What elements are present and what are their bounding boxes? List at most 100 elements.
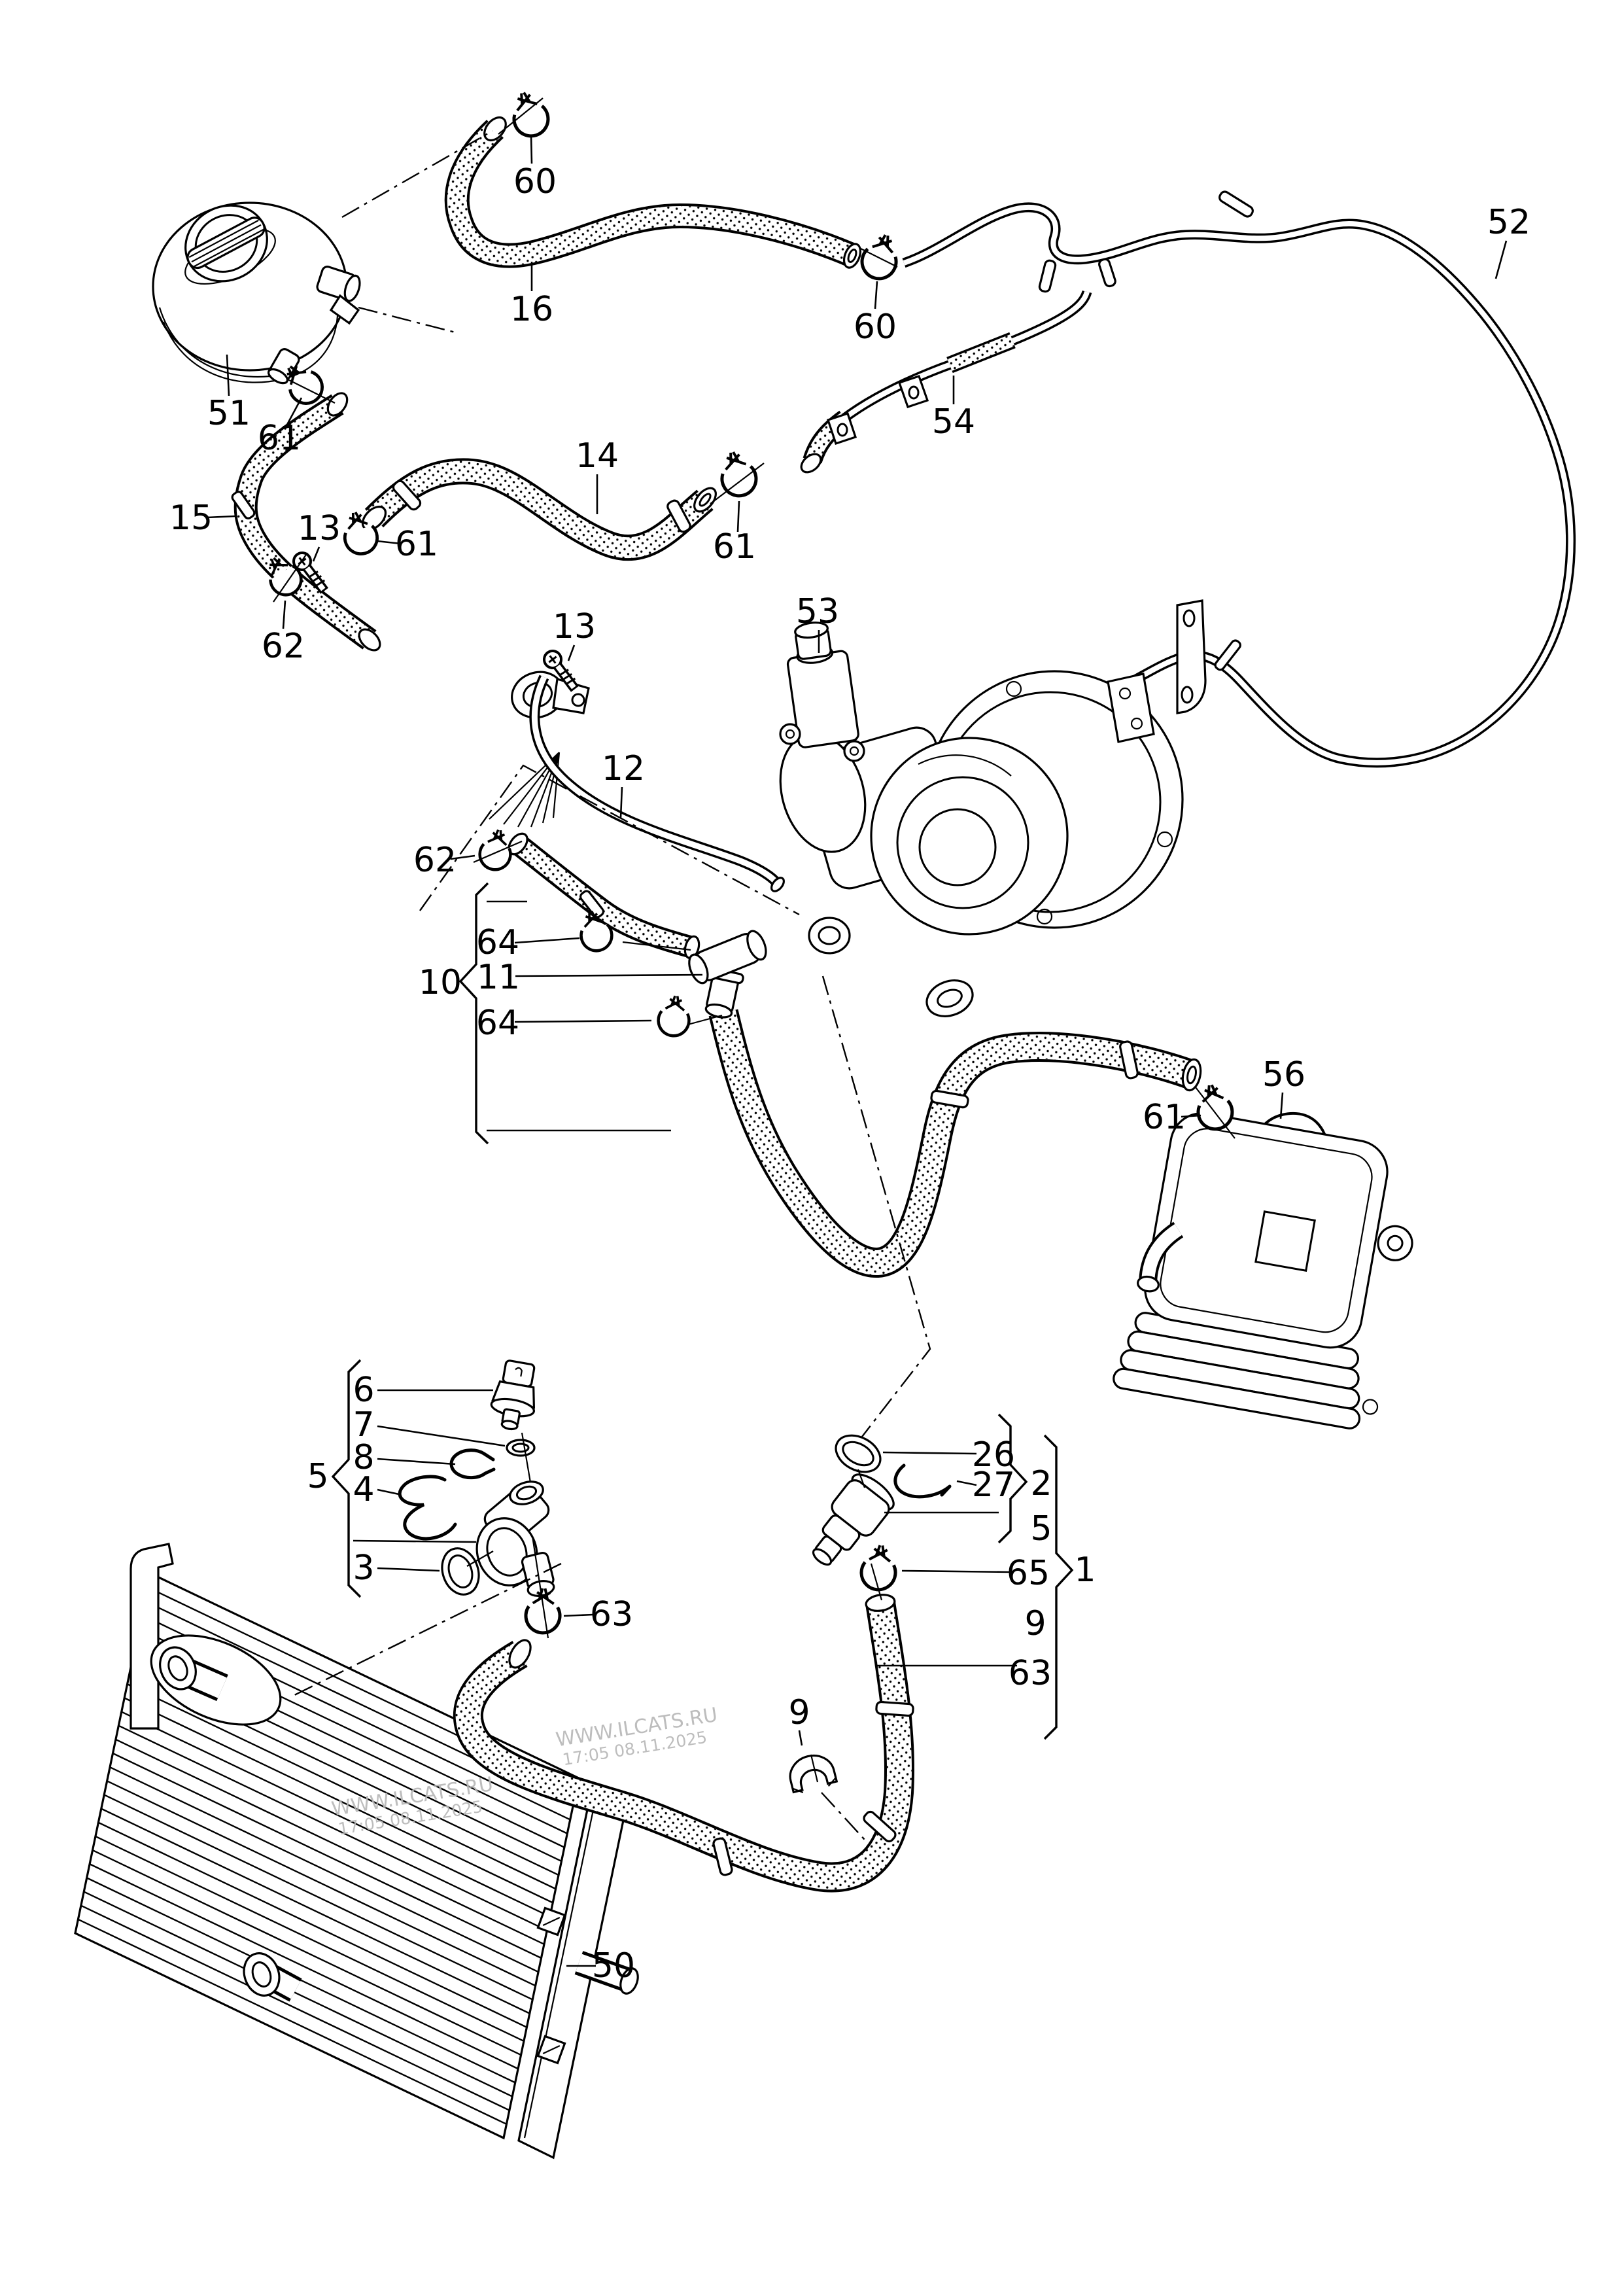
part-label-54[interactable]: 54 bbox=[932, 402, 975, 442]
leader-line bbox=[377, 1458, 456, 1465]
clamp-65 bbox=[859, 1544, 898, 1592]
fin-line bbox=[118, 1725, 547, 1931]
axis-line bbox=[870, 1563, 883, 1601]
part-label-62[interactable]: 62 bbox=[262, 627, 305, 666]
fin-line bbox=[89, 1863, 519, 2070]
part-label-12[interactable]: 12 bbox=[602, 749, 645, 788]
expansion-tank bbox=[152, 201, 361, 385]
part-label-51[interactable]: 51 bbox=[207, 394, 251, 433]
leader-line bbox=[376, 540, 402, 545]
o-ring-3 bbox=[441, 1547, 480, 1596]
part-label-9[interactable]: 9 bbox=[1024, 1604, 1046, 1643]
leader-line bbox=[563, 1613, 594, 1617]
axis-line bbox=[687, 1014, 723, 1026]
axis-line bbox=[860, 248, 898, 268]
coolant-pipe-12 bbox=[529, 674, 785, 892]
leader-line bbox=[874, 281, 878, 309]
part-label-64[interactable]: 64 bbox=[476, 923, 519, 962]
hose-to-oil-cooler bbox=[708, 1009, 1202, 1278]
part-label-63[interactable]: 63 bbox=[590, 1595, 633, 1634]
part-label-61[interactable]: 61 bbox=[258, 419, 301, 458]
part-label-4[interactable]: 4 bbox=[353, 1470, 374, 1509]
fin-line bbox=[77, 1918, 507, 2125]
construction-line bbox=[821, 1792, 865, 1840]
clamp-64b bbox=[657, 994, 691, 1038]
radiator bbox=[74, 1543, 639, 2160]
part-label-56[interactable]: 56 bbox=[1262, 1055, 1305, 1095]
part-label-13[interactable]: 13 bbox=[553, 607, 596, 646]
retaining-clip-4 bbox=[398, 1475, 457, 1541]
hose-10 bbox=[508, 832, 700, 960]
part-label-5[interactable]: 5 bbox=[1030, 1509, 1052, 1549]
pipe-52-bracket bbox=[1176, 599, 1207, 714]
leader-line bbox=[882, 1451, 977, 1455]
part-label-60[interactable]: 60 bbox=[854, 307, 897, 347]
part-label-7[interactable]: 7 bbox=[353, 1405, 374, 1445]
leader-line bbox=[956, 1480, 977, 1486]
part-label-50[interactable]: 50 bbox=[592, 1946, 635, 1986]
o-ring-26 bbox=[835, 1434, 882, 1473]
part-label-3[interactable]: 3 bbox=[353, 1549, 374, 1588]
part-label-8[interactable]: 8 bbox=[353, 1438, 374, 1477]
construction-line bbox=[292, 1562, 562, 1697]
clamp-60a bbox=[506, 88, 552, 141]
axis-line bbox=[521, 1432, 532, 1483]
part-label-14[interactable]: 14 bbox=[576, 436, 619, 476]
part-label-61[interactable]: 61 bbox=[1143, 1098, 1186, 1137]
leader-line bbox=[377, 1488, 400, 1496]
part-label-27[interactable]: 27 bbox=[972, 1465, 1015, 1505]
part-label-52[interactable]: 52 bbox=[1487, 203, 1530, 242]
part-label-1[interactable]: 1 bbox=[1074, 1550, 1096, 1590]
part-label-61[interactable]: 61 bbox=[713, 527, 756, 567]
leader-line bbox=[530, 135, 533, 164]
axis-line bbox=[622, 941, 691, 951]
hose-14 bbox=[361, 458, 717, 561]
part-label-13[interactable]: 13 bbox=[298, 509, 341, 548]
construction-line bbox=[419, 764, 800, 916]
fin-line bbox=[115, 1738, 545, 1945]
part-label-26[interactable]: 26 bbox=[972, 1435, 1015, 1475]
coolant-pipe-54 bbox=[800, 290, 1092, 474]
part-label-60[interactable]: 60 bbox=[513, 162, 557, 201]
part-label-10[interactable]: 10 bbox=[419, 963, 462, 1002]
part-label-53[interactable]: 53 bbox=[796, 592, 839, 631]
bracket-group-2 bbox=[997, 1413, 1028, 1544]
construction-line bbox=[358, 306, 456, 334]
part-label-15[interactable]: 15 bbox=[169, 499, 213, 538]
axis-line bbox=[710, 463, 765, 504]
fin-line bbox=[92, 1849, 522, 2056]
part-label-62[interactable]: 62 bbox=[413, 841, 457, 880]
axis-line bbox=[810, 1754, 819, 1783]
bracket-group-1 bbox=[1043, 1434, 1074, 1740]
part-label-64[interactable]: 64 bbox=[476, 1004, 519, 1043]
leader-line bbox=[377, 1425, 506, 1447]
part-label-63[interactable]: 63 bbox=[1009, 1654, 1052, 1693]
leader-line bbox=[1181, 1114, 1201, 1118]
t-connector bbox=[688, 930, 767, 1019]
retaining-clip-8 bbox=[449, 1448, 496, 1480]
fin-line bbox=[83, 1891, 513, 2097]
axis-line bbox=[273, 552, 308, 603]
axis-line bbox=[857, 1469, 866, 1488]
leader-line bbox=[282, 600, 286, 629]
oil-cooler bbox=[1113, 1112, 1413, 1429]
part-label-65[interactable]: 65 bbox=[1007, 1554, 1050, 1593]
fin-line bbox=[97, 1821, 527, 2028]
fin-line bbox=[109, 1766, 539, 1973]
part-label-6[interactable]: 6 bbox=[353, 1371, 374, 1410]
hose-9 bbox=[453, 1594, 915, 1893]
radiator-bottom-port bbox=[243, 1952, 302, 2002]
fin-line bbox=[127, 1683, 557, 1890]
row-line bbox=[353, 1539, 477, 1543]
leader-line bbox=[450, 854, 475, 860]
part-label-5[interactable]: 5 bbox=[307, 1457, 328, 1496]
part-label-11[interactable]: 11 bbox=[477, 958, 520, 997]
part-label-9[interactable]: 9 bbox=[788, 1693, 810, 1732]
part-label-61[interactable]: 61 bbox=[395, 525, 438, 564]
clamp-61c bbox=[716, 448, 760, 500]
part-label-16[interactable]: 16 bbox=[510, 290, 553, 329]
part-label-2[interactable]: 2 bbox=[1030, 1464, 1052, 1503]
